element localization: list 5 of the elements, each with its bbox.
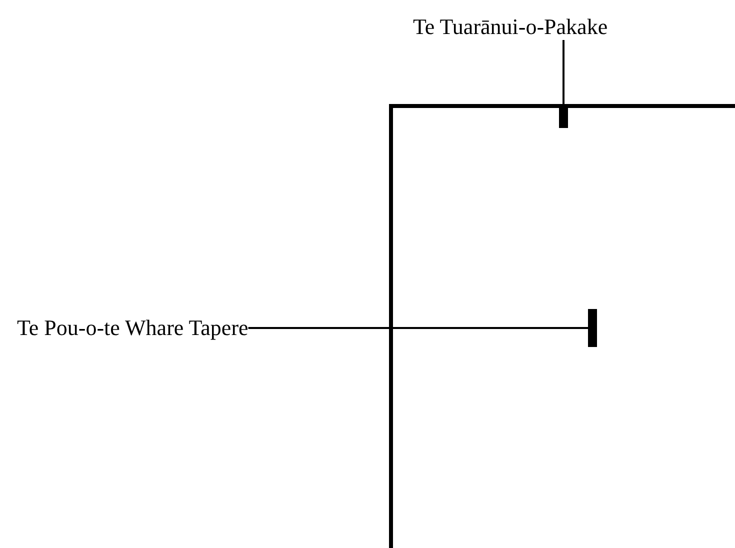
leader-line (248, 327, 588, 329)
post-label: Te Pou-o-te Whare Tapere (17, 315, 248, 341)
post-mark (559, 108, 568, 128)
post-label: Te Tuarānui-o-Pakake (413, 14, 608, 40)
post-mark (588, 309, 597, 347)
